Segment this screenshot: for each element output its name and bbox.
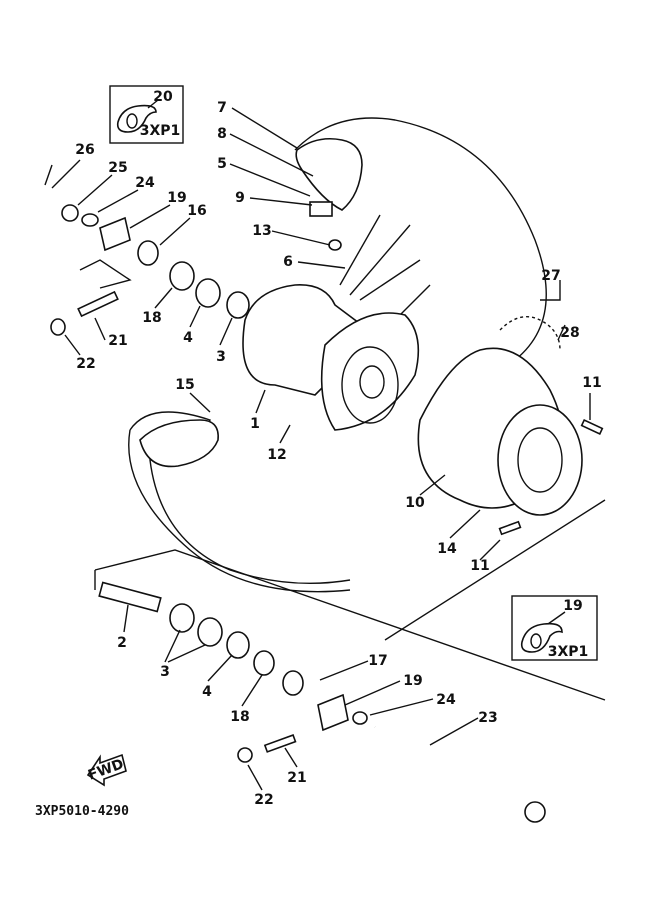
inset-model-code: 3XP1: [548, 644, 589, 660]
inset-box-variant-2: [511, 595, 598, 661]
callout-5: 5: [217, 156, 227, 172]
callout-14: 14: [437, 541, 457, 557]
callout-25: 25: [108, 160, 127, 176]
lower-parts: [94, 418, 606, 823]
callout-27: 27: [541, 268, 560, 284]
callout-26: 26: [75, 142, 94, 158]
callout-19: 19: [167, 190, 186, 206]
callout-4: 4: [183, 330, 193, 346]
callout-18: 18: [142, 310, 161, 326]
callout-24: 24: [135, 175, 155, 191]
callout-18: 18: [230, 709, 249, 725]
tire: [128, 117, 547, 593]
callout-22: 22: [254, 792, 273, 808]
callout-11: 11: [582, 375, 601, 391]
callout-23: 23: [478, 710, 497, 726]
callout-9: 9: [235, 190, 245, 206]
callout-22: 22: [76, 356, 95, 372]
callout-7: 7: [217, 100, 227, 116]
callout-3: 3: [216, 349, 226, 365]
callout-16: 16: [187, 203, 206, 219]
sprocket-and-brake-disc: [417, 316, 583, 516]
callout-20: 20: [153, 89, 173, 105]
left-side-parts: [44, 164, 250, 336]
callout-10: 10: [405, 495, 425, 511]
inset-model-code: 3XP1: [140, 123, 181, 139]
callout-3: 3: [160, 664, 170, 680]
callout-6: 6: [283, 254, 293, 270]
callout-15: 15: [175, 377, 194, 393]
callout-24: 24: [436, 692, 456, 708]
callout-4: 4: [202, 684, 212, 700]
callout-2: 2: [117, 635, 127, 651]
callout-17: 17: [368, 653, 387, 669]
callout-19-inset: 19: [563, 598, 582, 614]
callout-11: 11: [470, 558, 489, 574]
callout-labels: 20 3XP1 7 8 5 9 13 6 26 25 24 19 16 18 4…: [75, 89, 601, 808]
callout-21: 21: [108, 333, 127, 349]
hub: [242, 284, 420, 431]
callout-12: 12: [267, 447, 286, 463]
callout-8: 8: [217, 126, 227, 142]
callout-19: 19: [403, 673, 422, 689]
callout-28: 28: [560, 325, 579, 341]
callout-1: 1: [250, 416, 260, 432]
inset-box-variant-1: [109, 85, 184, 144]
forward-direction-arrow: FWD: [86, 753, 127, 787]
callout-21: 21: [287, 770, 306, 786]
leader-lines: [51, 107, 591, 791]
callout-13: 13: [252, 223, 271, 239]
diagram-code: 3XP5010-4290: [35, 804, 129, 819]
